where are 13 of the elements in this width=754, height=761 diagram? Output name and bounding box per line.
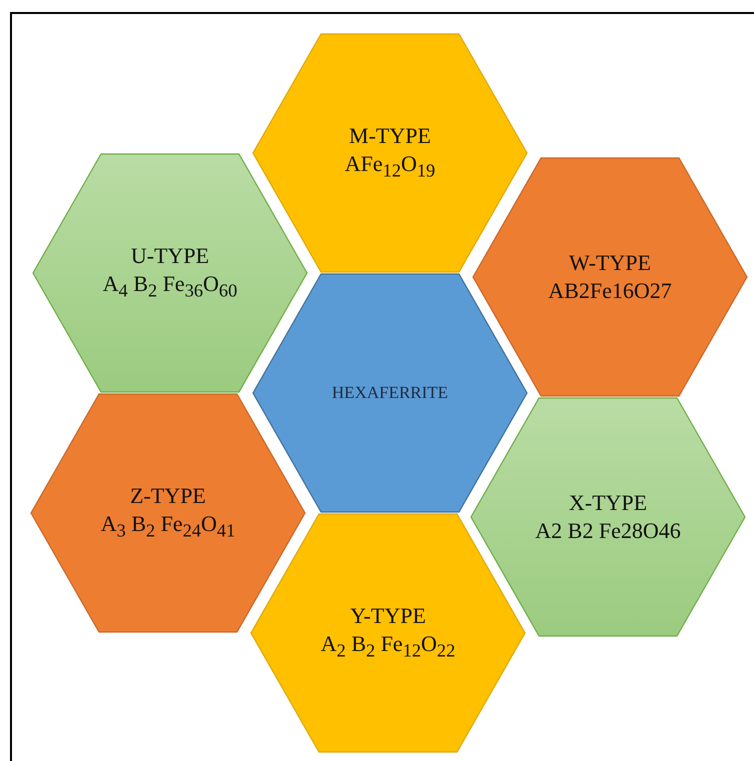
type-label: Z-TYPE — [130, 482, 206, 510]
type-label: Y-TYPE — [350, 602, 426, 630]
type-label: HEXAFERRITE — [332, 382, 448, 404]
type-label: X-TYPE — [568, 489, 648, 517]
formula-text: AB2Fe16O27 — [548, 277, 672, 305]
formula-text: A2 B2 Fe28O46 — [535, 517, 681, 545]
type-label: W-TYPE — [569, 249, 651, 277]
type-label: U-TYPE — [130, 242, 210, 270]
formula-text: AFe$_{12}$O$_{19}$ — [344, 150, 436, 182]
formula-text: A$_{3}$ B$_{2}$ Fe$_{24}$O$_{41}$ — [100, 510, 236, 542]
formula-text: A$_{4}$ B$_{2}$ Fe$_{36}$O$_{60}$ — [102, 270, 238, 302]
type-label: M-TYPE — [349, 122, 431, 150]
formula-text: A$_{2}$ B$_{2}$ Fe$_{12}$O$_{22}$ — [320, 630, 456, 662]
